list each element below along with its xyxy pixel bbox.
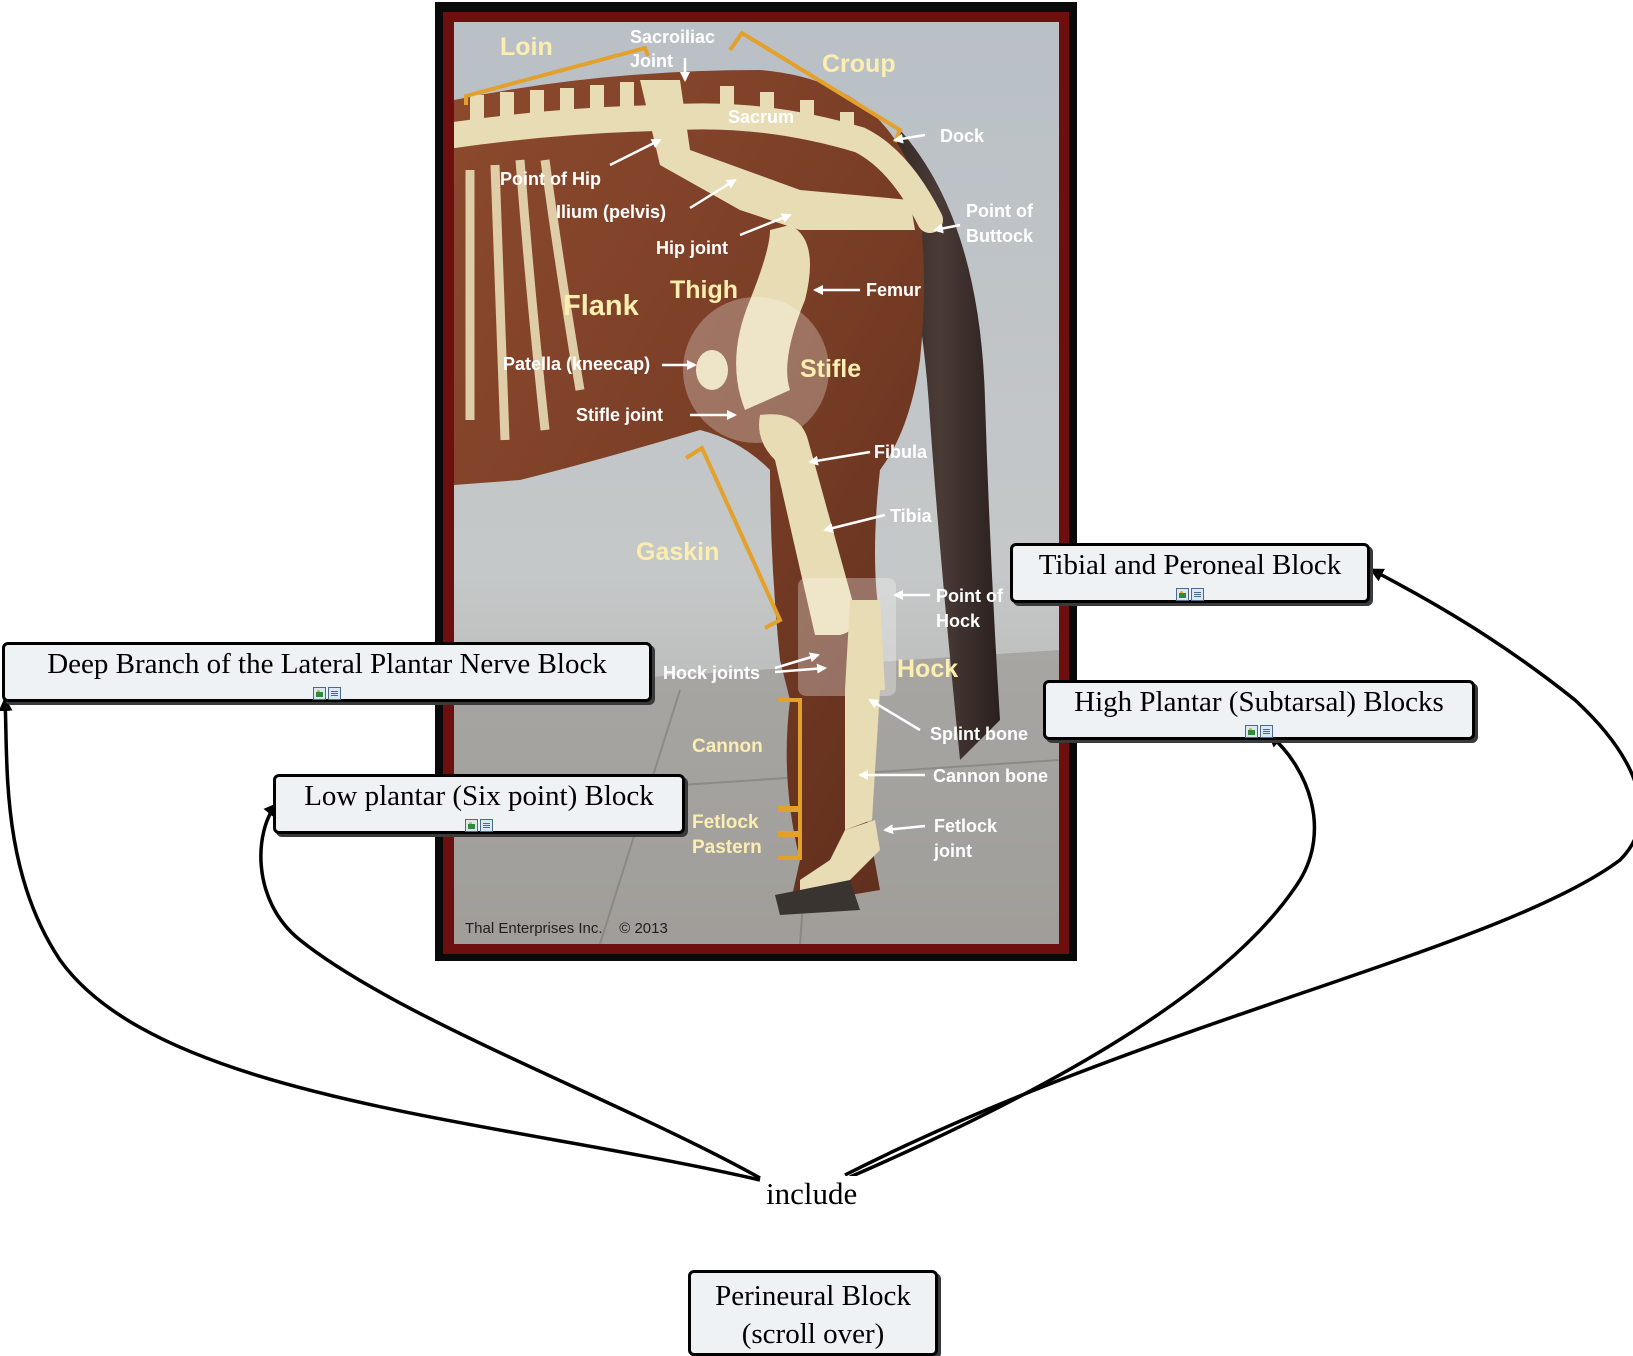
- label-gaskin: Gaskin: [636, 538, 719, 566]
- label-fetlock-joint-1: Fetlock: [934, 816, 998, 836]
- label-sacroiliac-2: Joint: [630, 51, 673, 71]
- label-hock: Hock: [897, 655, 958, 683]
- label-cannon: Cannon: [692, 736, 763, 757]
- label-hock-joints: Hock joints: [663, 663, 760, 683]
- node-perineural-block[interactable]: Perineural Block (scroll over): [688, 1270, 938, 1356]
- label-thigh: Thigh: [670, 276, 738, 304]
- label-point-of-buttock-1: Point of: [966, 201, 1034, 221]
- link-phrase-include: include: [764, 1176, 860, 1212]
- label-stifle-joint: Stifle joint: [576, 405, 663, 425]
- document-resource-icon[interactable]: [328, 687, 341, 700]
- anatomy-pointers: [609, 58, 961, 835]
- node-resource-icons: [313, 687, 341, 700]
- image-resource-icon[interactable]: [465, 819, 478, 832]
- node-label: Deep Branch of the Lateral Plantar Nerve…: [47, 648, 607, 680]
- node-label: Perineural Block (scroll over): [715, 1280, 911, 1350]
- node-resource-icons: [1176, 588, 1204, 601]
- label-sacrum: Sacrum: [728, 107, 794, 127]
- hoof: [775, 880, 860, 915]
- label-loin: Loin: [500, 33, 553, 61]
- label-patella: Patella (kneecap): [503, 354, 650, 374]
- label-point-of-hock-1: Point of: [936, 586, 1004, 606]
- tibia-bone: [759, 414, 856, 635]
- label-splint-bone: Splint bone: [930, 724, 1028, 744]
- node-label: High Plantar (Subtarsal) Blocks: [1074, 686, 1444, 718]
- node-deep-branch-lateral-plantar[interactable]: Deep Branch of the Lateral Plantar Nerve…: [2, 642, 652, 702]
- link-to-high-plantar: [849, 733, 1317, 1179]
- link-to-low-plantar: [259, 802, 761, 1180]
- node-tibial-peroneal[interactable]: Tibial and Peroneal Block: [1010, 543, 1370, 603]
- label-tibia: Tibia: [890, 506, 933, 526]
- femur-bone: [736, 225, 810, 410]
- document-resource-icon[interactable]: [1191, 588, 1204, 601]
- image-resource-icon[interactable]: [313, 687, 326, 700]
- node-label: Low plantar (Six point) Block: [304, 780, 654, 812]
- patella-bone: [696, 350, 728, 390]
- label-hip-joint: Hip joint: [656, 238, 728, 258]
- label-ilium: Ilium (pelvis): [556, 202, 666, 222]
- node-resource-icons: [465, 819, 493, 832]
- pelvis: [640, 80, 915, 230]
- label-fibula: Fibula: [874, 442, 928, 462]
- label-stifle: Stifle: [800, 355, 861, 383]
- node-resource-icons: [1245, 725, 1273, 738]
- label-fetlock: Fetlock: [692, 812, 759, 833]
- label-point-of-buttock-2: Buttock: [966, 226, 1034, 246]
- label-point-of-hip: Point of Hip: [500, 169, 601, 189]
- link-to-deep-branch: [0, 697, 761, 1182]
- label-flank: Flank: [563, 290, 640, 322]
- ribs: [465, 159, 585, 441]
- label-croup: Croup: [822, 50, 896, 78]
- node-low-plantar-six-point[interactable]: Low plantar (Six point) Block: [273, 774, 685, 834]
- label-dock: Dock: [940, 126, 985, 146]
- label-fetlock-joint-2: joint: [933, 841, 972, 861]
- vertebral-processes: [470, 82, 854, 138]
- spine: [454, 103, 943, 233]
- image-resource-icon[interactable]: [1245, 725, 1258, 738]
- node-high-plantar-subtarsal[interactable]: High Plantar (Subtarsal) Blocks: [1043, 680, 1475, 740]
- anatomy-figure: Loin Sacroiliac Joint Croup Sacrum Dock …: [435, 2, 1077, 961]
- label-cannon-bone: Cannon bone: [933, 766, 1048, 786]
- label-femur: Femur: [866, 280, 921, 300]
- region-brackets: [464, 30, 903, 860]
- image-resource-icon[interactable]: [1176, 588, 1189, 601]
- stifle-highlight: [683, 297, 829, 443]
- tail: [880, 130, 1000, 760]
- document-resource-icon[interactable]: [480, 819, 493, 832]
- node-label: Tibial and Peroneal Block: [1038, 549, 1342, 581]
- link-to-tibial-peroneal: [844, 568, 1633, 1177]
- figure-credit: Thal Enterprises Inc. © 2013: [465, 920, 668, 937]
- label-point-of-hock-2: Hock: [936, 611, 981, 631]
- label-pastern: Pastern: [692, 837, 762, 858]
- document-resource-icon[interactable]: [1260, 725, 1273, 738]
- cannon-bone-shape: [845, 690, 880, 830]
- label-sacroiliac-1: Sacroiliac: [630, 27, 715, 47]
